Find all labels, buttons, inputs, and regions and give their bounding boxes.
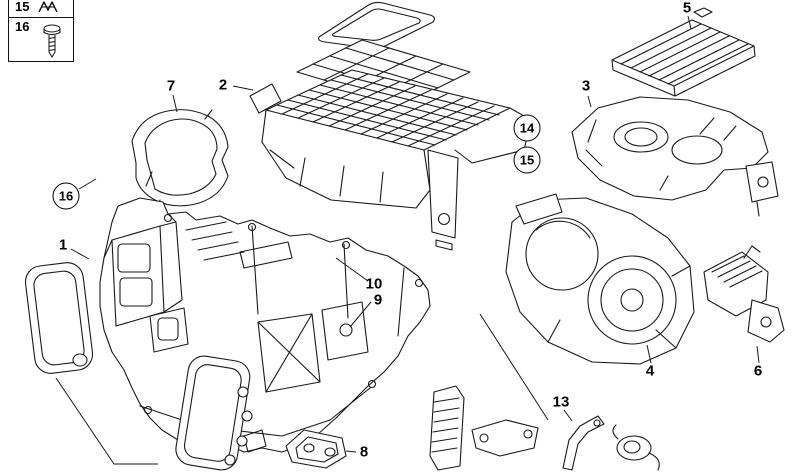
callout-15[interactable]: 15 <box>513 146 541 174</box>
callout-7[interactable]: 7 <box>166 77 176 95</box>
bracket-plate-drawing <box>471 419 539 457</box>
cable-clamp-drawing <box>612 424 660 471</box>
seal-frame-drawing <box>318 1 435 50</box>
part-6-drawing <box>703 245 785 343</box>
bracket-rail-drawing <box>429 385 465 471</box>
fastener-legend: 15 16 <box>8 0 74 62</box>
callout-8[interactable]: 8 <box>359 443 369 461</box>
legend-divider <box>9 17 73 18</box>
part-2-drawing <box>249 39 532 251</box>
main-housing-drawing <box>99 197 431 453</box>
leader-lines <box>55 15 760 465</box>
callout-13[interactable]: 13 <box>552 393 570 411</box>
legend-label-15[interactable]: 15 <box>15 0 30 14</box>
callout-2[interactable]: 2 <box>218 76 228 94</box>
callout-16[interactable]: 16 <box>52 182 80 210</box>
callout-1[interactable]: 1 <box>58 236 68 254</box>
callout-3[interactable]: 3 <box>581 77 591 95</box>
part-5-drawing <box>611 7 756 97</box>
callout-4[interactable]: 4 <box>645 362 655 380</box>
part-8-drawing <box>285 429 347 469</box>
clip-icon <box>38 1 59 13</box>
callout-14[interactable]: 14 <box>513 114 541 142</box>
callout-6[interactable]: 6 <box>753 362 763 380</box>
part-1b-gasket-drawing <box>175 355 253 471</box>
legend-item-screw: 16 <box>15 20 68 60</box>
part-13-drawing <box>562 415 605 471</box>
part-3-drawing <box>571 96 779 217</box>
legend-item-clip: 15 <box>15 0 68 15</box>
callout-9[interactable]: 9 <box>373 291 383 309</box>
screw-icon <box>43 24 61 58</box>
part-7-drawing <box>131 109 229 209</box>
part-1-gasket-drawing <box>24 262 94 374</box>
legend-label-16[interactable]: 16 <box>15 19 30 34</box>
part-4-drawing <box>505 193 695 365</box>
callout-10[interactable]: 10 <box>365 275 383 293</box>
callout-5[interactable]: 5 <box>682 0 692 17</box>
